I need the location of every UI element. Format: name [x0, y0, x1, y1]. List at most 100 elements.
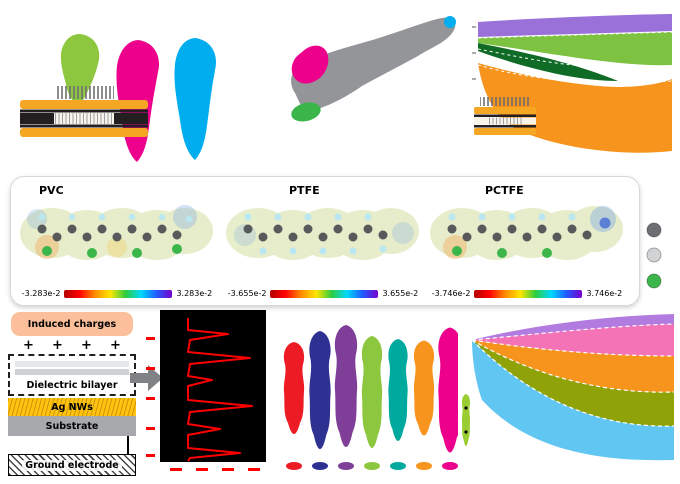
fluorine-atoms — [244, 213, 387, 255]
panel-c-stacked-area — [472, 14, 673, 153]
substrate-layer: Substrate — [8, 416, 136, 436]
panel-f-spectrum — [146, 310, 266, 471]
colorbar — [474, 289, 583, 298]
violin-teal — [388, 339, 408, 441]
area-violet — [472, 314, 674, 340]
colorbar — [64, 289, 173, 298]
area-olive — [472, 340, 674, 427]
molecule-name: PTFE — [289, 184, 320, 197]
area-orange — [472, 340, 674, 393]
molecule-block-ptfe: PTFE — [223, 179, 423, 303]
legend-magenta — [442, 462, 458, 470]
dielectric-layer-1 — [15, 361, 129, 367]
dashed-boundaries — [477, 31, 673, 84]
area-light-green — [478, 32, 672, 66]
blob-magenta — [291, 45, 329, 84]
inset-violin-dots — [464, 406, 468, 434]
induced-charges-layer: Induced charges — [11, 312, 133, 336]
violin-purple — [334, 325, 358, 447]
substrate-label: Substrate — [45, 420, 99, 432]
legend-atom-green — [646, 273, 662, 289]
ground-electrode-label: Ground electrode — [22, 459, 122, 471]
ground-electrode-layer: Ground electrode — [8, 454, 136, 476]
violin-green — [361, 336, 383, 448]
legend-blue — [312, 462, 328, 470]
carbon-backbone — [243, 224, 388, 242]
panel-a-violin-plot — [20, 34, 217, 162]
legend-teal — [390, 462, 406, 470]
ground-wire — [127, 436, 129, 454]
colorbar-row: -3.655e-2 3.655e-2 — [223, 289, 423, 298]
dielectric-bilayer-label: Dielectric bilayer — [26, 380, 118, 391]
esp-surface-pvc — [20, 205, 213, 260]
gold-layers — [474, 107, 536, 135]
violin-red — [283, 342, 305, 434]
esp-surface-ptfe — [226, 208, 419, 260]
molecule-block-pvc: PVC — [17, 179, 217, 303]
right-arrow-icon — [130, 365, 163, 391]
hydrogen-atoms — [38, 213, 193, 223]
colorbar — [270, 289, 379, 298]
device-schematic-c — [474, 97, 536, 135]
legend-atom-light-gray — [646, 247, 662, 263]
spectrum-trace — [187, 318, 253, 462]
area-pink — [472, 324, 674, 356]
area-blue — [472, 340, 674, 461]
molecule-block-pctfe: PCTFE — [427, 179, 627, 303]
axis-tick-marks — [146, 337, 260, 471]
blob-gray — [291, 17, 456, 111]
dielectric-hatch — [54, 113, 114, 124]
ag-nws-layer: Ag NWs — [8, 398, 136, 416]
violin-blue — [174, 38, 217, 160]
carbon-backbone — [37, 224, 182, 242]
colorbar-row: -3.746e-2 3.746e-2 — [427, 289, 627, 298]
area-purple — [478, 14, 672, 37]
panel-e-device-stack: Induced charges + + + + Dielectric bilay… — [8, 312, 140, 478]
panel-g-violin-plot — [283, 325, 458, 470]
violin-green — [60, 34, 100, 103]
carbon-backbone — [447, 224, 592, 242]
colorbar-row: -3.283e-2 3.283e-2 — [17, 289, 217, 298]
dashed-boundaries — [471, 323, 675, 427]
legend-purple — [338, 462, 354, 470]
esp-tints — [234, 222, 414, 246]
scale-max: 3.283e-2 — [176, 289, 213, 298]
legend-green — [364, 462, 380, 470]
device-schematic-a — [20, 86, 148, 137]
induced-charges-label: Induced charges — [27, 318, 117, 330]
gold-layers — [20, 100, 148, 137]
axis-ticks — [472, 26, 476, 80]
nanowire-comb — [480, 97, 530, 106]
scale-max: 3.746e-2 — [586, 289, 623, 298]
inset-violin — [461, 394, 471, 446]
ag-nws-label: Ag NWs — [51, 401, 93, 413]
scale-min: -3.655e-2 — [227, 289, 267, 298]
dot-cyan — [444, 16, 456, 28]
molecule-name: PCTFE — [485, 184, 524, 197]
legend-orange — [416, 462, 432, 470]
molecule-name: PVC — [39, 184, 64, 197]
chlorine-atoms — [452, 246, 552, 258]
dark-layers — [474, 114, 536, 128]
dielectric-bilayer-box: Dielectric bilayer — [8, 354, 136, 396]
dielectric-layer-2 — [15, 369, 129, 375]
fluorine-atoms — [448, 213, 576, 221]
violin-blue — [309, 331, 331, 449]
scale-min: -3.283e-2 — [21, 289, 61, 298]
legend-atom-dark-gray — [646, 222, 662, 238]
violin-orange — [413, 340, 435, 436]
spectrum-background — [160, 310, 266, 462]
chlorine-atoms — [42, 244, 182, 258]
blob-green — [291, 102, 321, 122]
panel-h-stacked-area — [461, 314, 675, 461]
positive-charges: + + + + — [23, 337, 121, 353]
scale-max: 3.655e-2 — [382, 289, 419, 298]
violin-legend — [286, 462, 458, 470]
area-dark-green — [478, 43, 618, 81]
dark-layers — [20, 109, 148, 128]
scale-min: -3.746e-2 — [431, 289, 471, 298]
esp-card: PVC — [10, 176, 640, 306]
legend-red — [286, 462, 302, 470]
dielectric-hatch — [488, 117, 522, 125]
